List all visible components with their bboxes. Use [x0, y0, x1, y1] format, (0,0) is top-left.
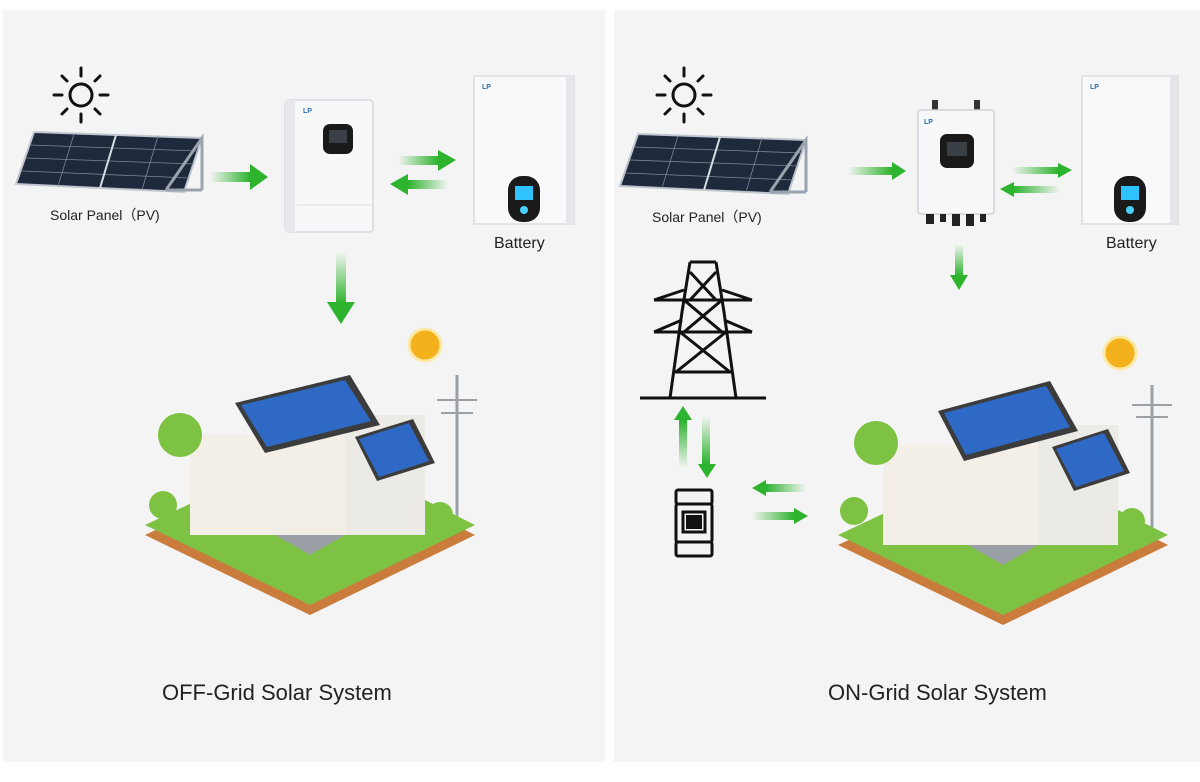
- inverter-image: LP: [284, 99, 374, 233]
- meter-icon: [674, 488, 714, 558]
- arrow-right-icon: [848, 162, 906, 180]
- arrow-right-icon: [210, 164, 268, 190]
- sun-icon: [52, 66, 110, 124]
- svg-text:LP: LP: [303, 108, 312, 115]
- svg-text:LP: LP: [1090, 84, 1099, 91]
- arrow-down-icon: [327, 252, 355, 324]
- arrow-updown-icon: [674, 406, 716, 478]
- battery-image: LP: [473, 75, 575, 225]
- on-solar-label: Solar Panel（PV): [652, 209, 762, 225]
- off-solar-label: Solar Panel（PV): [50, 207, 160, 223]
- on-grid-title: ON-Grid Solar System: [828, 680, 1047, 705]
- on-battery-label: Battery: [1106, 235, 1157, 252]
- arrow-exchange-icon: [1000, 163, 1072, 197]
- battery-image: LP: [1081, 75, 1179, 225]
- house-illustration: [838, 335, 1172, 625]
- house-illustration: [145, 327, 477, 615]
- off-battery-label: Battery: [494, 235, 545, 252]
- solar-panel-image: [618, 132, 808, 196]
- svg-text:LP: LP: [924, 119, 933, 126]
- arrow-down-icon: [950, 244, 968, 290]
- off-grid-title: OFF-Grid Solar System: [162, 680, 392, 705]
- arrow-exchange-icon: [390, 150, 456, 195]
- svg-text:LP: LP: [482, 84, 491, 91]
- solar-panel-image: [14, 130, 204, 194]
- inverter-image: LP: [917, 100, 995, 226]
- arrow-exchange-icon: [752, 480, 808, 524]
- power-tower-icon: [640, 260, 766, 400]
- sun-icon: [655, 66, 713, 124]
